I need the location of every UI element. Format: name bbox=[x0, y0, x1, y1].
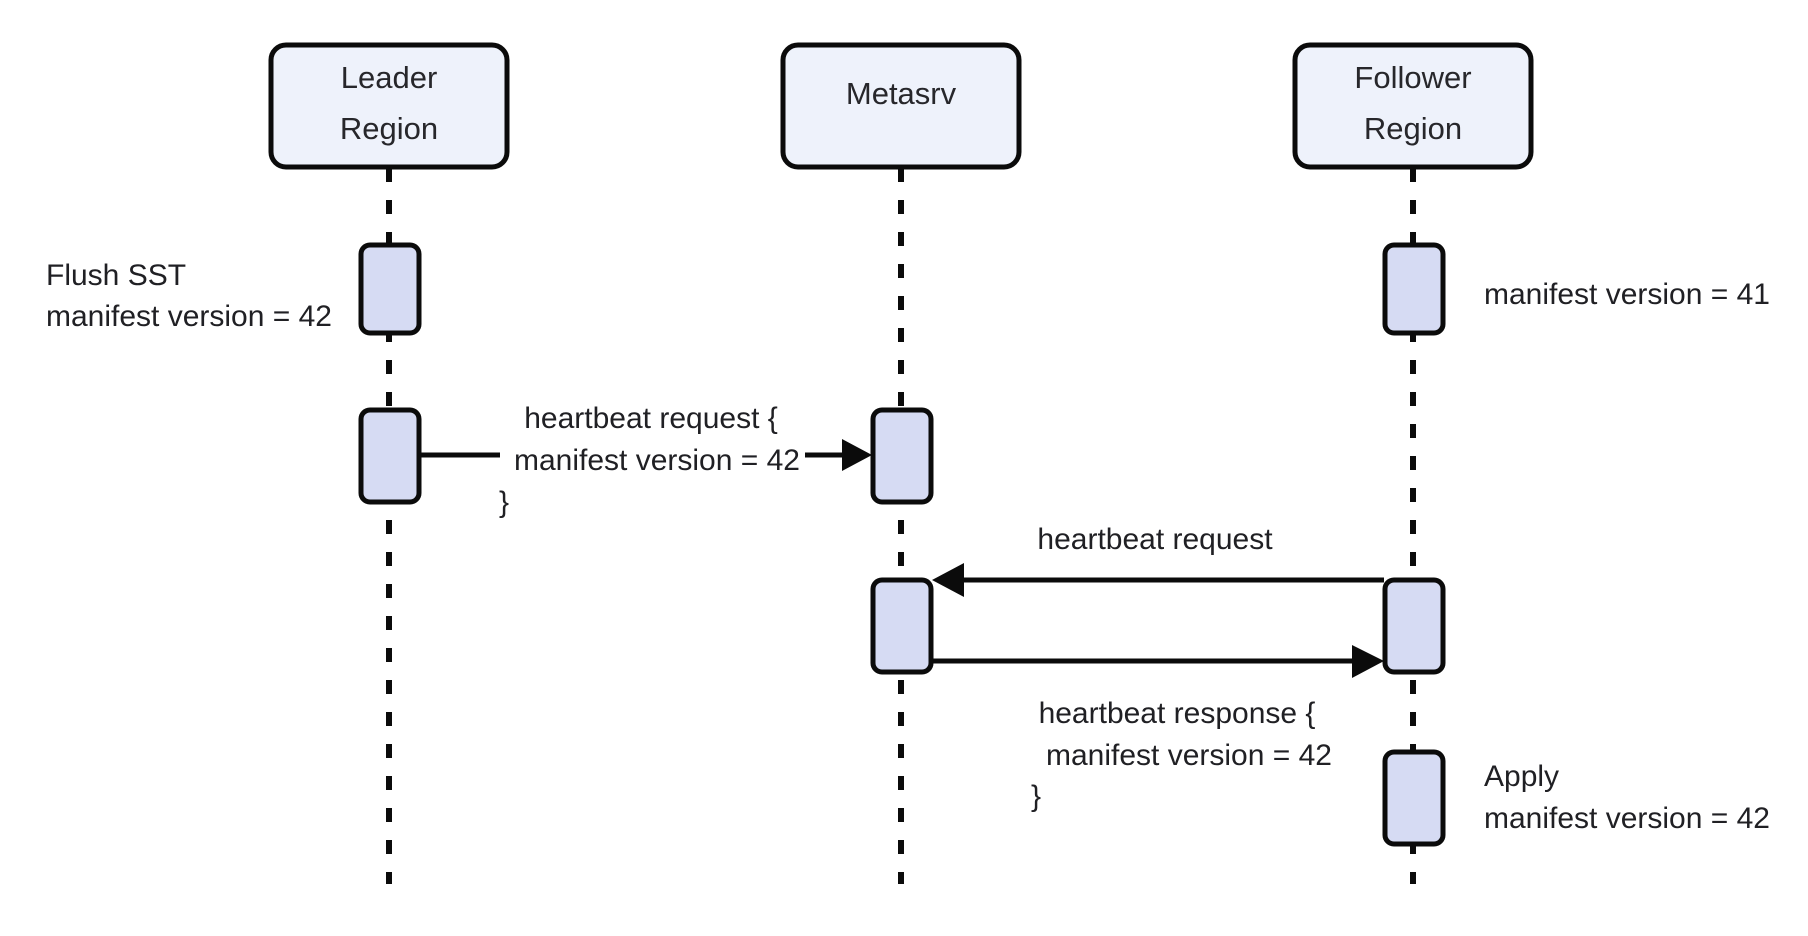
participant-box-leader[interactable] bbox=[268, 42, 510, 170]
activation-follower-heartbeat[interactable] bbox=[1382, 577, 1446, 675]
message-label-heartbeat-request-follower: heartbeat request bbox=[1037, 523, 1273, 556]
note-apply-line2: manifest version = 42 bbox=[1484, 802, 1770, 835]
message-heartbeat-response[interactable] bbox=[932, 645, 1384, 678]
message-arrowhead-left-2 bbox=[932, 563, 964, 597]
notes-layer: Flush SST manifest version = 42 manifest… bbox=[46, 259, 1770, 835]
activations-layer bbox=[358, 242, 1446, 847]
participant-label-leader-line1: Leader bbox=[341, 60, 438, 95]
participant-follower[interactable]: Follower Region bbox=[1292, 42, 1534, 170]
messages-layer bbox=[421, 439, 1384, 678]
participant-label-metasrv-line1: Metasrv bbox=[846, 76, 957, 111]
note-flush-sst: Flush SST manifest version = 42 bbox=[46, 259, 332, 333]
activation-metasrv-follower-exchange[interactable] bbox=[870, 577, 934, 675]
message-label-3-line1: heartbeat response { bbox=[1039, 697, 1316, 730]
message-arrowhead-right-3 bbox=[1352, 645, 1384, 678]
message-label-heartbeat-response: heartbeat response { manifest version = … bbox=[1031, 697, 1332, 813]
participant-box-metasrv[interactable] bbox=[780, 42, 1022, 170]
note-follower-version: manifest version = 41 bbox=[1484, 278, 1770, 311]
activation-metasrv-receive-leader[interactable] bbox=[870, 407, 934, 505]
message-label-1-line3: } bbox=[499, 486, 509, 519]
message-label-backdrop-1 bbox=[500, 400, 805, 472]
participant-metasrv[interactable]: Metasrv bbox=[780, 42, 1022, 170]
message-label-1-line1: heartbeat request { bbox=[524, 402, 778, 435]
message-label-3-line3: } bbox=[1031, 780, 1041, 813]
message-label-3-line2: manifest version = 42 bbox=[1046, 739, 1332, 772]
participant-label-follower-line2: Region bbox=[1364, 111, 1462, 146]
participant-box-follower[interactable] bbox=[1292, 42, 1534, 170]
activation-leader-heartbeat[interactable] bbox=[358, 407, 422, 505]
activation-follower-initial[interactable] bbox=[1382, 242, 1446, 336]
note-flush-sst-line2: manifest version = 42 bbox=[46, 300, 332, 333]
note-follower-version-line1: manifest version = 41 bbox=[1484, 278, 1770, 311]
lifelines-layer bbox=[386, 168, 1416, 884]
message-labels-layer: heartbeat request { manifest version = 4… bbox=[499, 400, 1332, 813]
activation-follower-apply[interactable] bbox=[1382, 749, 1446, 847]
participant-label-leader-line2: Region bbox=[340, 111, 438, 146]
message-label-2-line1: heartbeat request bbox=[1037, 523, 1273, 556]
note-flush-sst-line1: Flush SST bbox=[46, 259, 186, 292]
participant-label-follower-line1: Follower bbox=[1354, 60, 1471, 95]
note-apply-line1: Apply bbox=[1484, 760, 1559, 793]
message-heartbeat-request-follower[interactable] bbox=[932, 563, 1384, 597]
participant-leader[interactable]: Leader Region bbox=[268, 42, 510, 170]
activation-leader-flush[interactable] bbox=[358, 242, 422, 336]
message-label-heartbeat-request-leader: heartbeat request { manifest version = 4… bbox=[499, 400, 805, 519]
note-apply: Apply manifest version = 42 bbox=[1484, 760, 1770, 835]
message-arrowhead-right-1 bbox=[842, 439, 872, 471]
message-label-1-line2: manifest version = 42 bbox=[514, 444, 800, 477]
